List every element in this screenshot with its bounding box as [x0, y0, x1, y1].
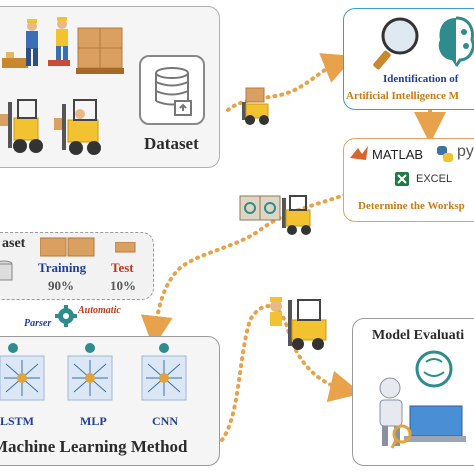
robot-laptop-illustration [379, 377, 466, 449]
excel-logo-icon [395, 172, 409, 186]
forklifts-illustration [0, 99, 101, 155]
ai-brain-icon [438, 16, 474, 67]
workspace-label: Determine the Worksp [358, 200, 465, 212]
identification-line1: Identification of [383, 73, 459, 85]
neural-network-illustrations [0, 343, 187, 401]
brain-icon [415, 350, 453, 388]
magnifier-icon [373, 17, 419, 70]
model-mlp: MLP [80, 414, 107, 428]
automatic-label: Automatic [78, 305, 121, 316]
lstm-network-icon [0, 343, 45, 401]
parser-label: Parser [24, 318, 52, 329]
matlab-logo-icon [350, 146, 368, 160]
small-database-icon [0, 260, 13, 281]
training-percent: 90% [48, 278, 74, 293]
forklift-carrying-box-icon [242, 87, 269, 125]
arrow-ml-to-evaluation [220, 304, 362, 442]
software-python: pyt [457, 143, 474, 160]
database-icon [139, 55, 205, 125]
arrow-dataset-to-identification [226, 53, 355, 112]
warehouse-workers-illustration [2, 17, 124, 74]
arrow-workspace-to-split [140, 190, 354, 348]
model-cnn: CNN [152, 414, 178, 428]
cnn-network-icon [141, 343, 187, 401]
forklift-carrying-servers-icon [239, 195, 311, 235]
mlp-network-icon [67, 343, 113, 401]
dataset-label: Dataset [144, 134, 199, 153]
test-box-icon [115, 242, 136, 253]
identification-line2: Artificial Intelligence M [346, 90, 460, 102]
software-matlab: MATLAB [372, 147, 424, 162]
test-percent: 10% [110, 278, 136, 293]
training-label: Training [38, 260, 87, 275]
evaluation-label: Model Evaluati [372, 328, 465, 343]
model-lstm: LSTM [0, 414, 35, 428]
ml-method-title: Machine Learning Method [0, 437, 188, 456]
forklift-with-worker-icon [270, 297, 327, 350]
training-boxes-icon [40, 237, 95, 257]
software-excel: EXCEL [416, 173, 453, 185]
test-label: Test [111, 260, 134, 275]
split-title: aset [2, 236, 26, 251]
python-logo-icon [437, 146, 453, 162]
gear-icon [55, 305, 77, 327]
